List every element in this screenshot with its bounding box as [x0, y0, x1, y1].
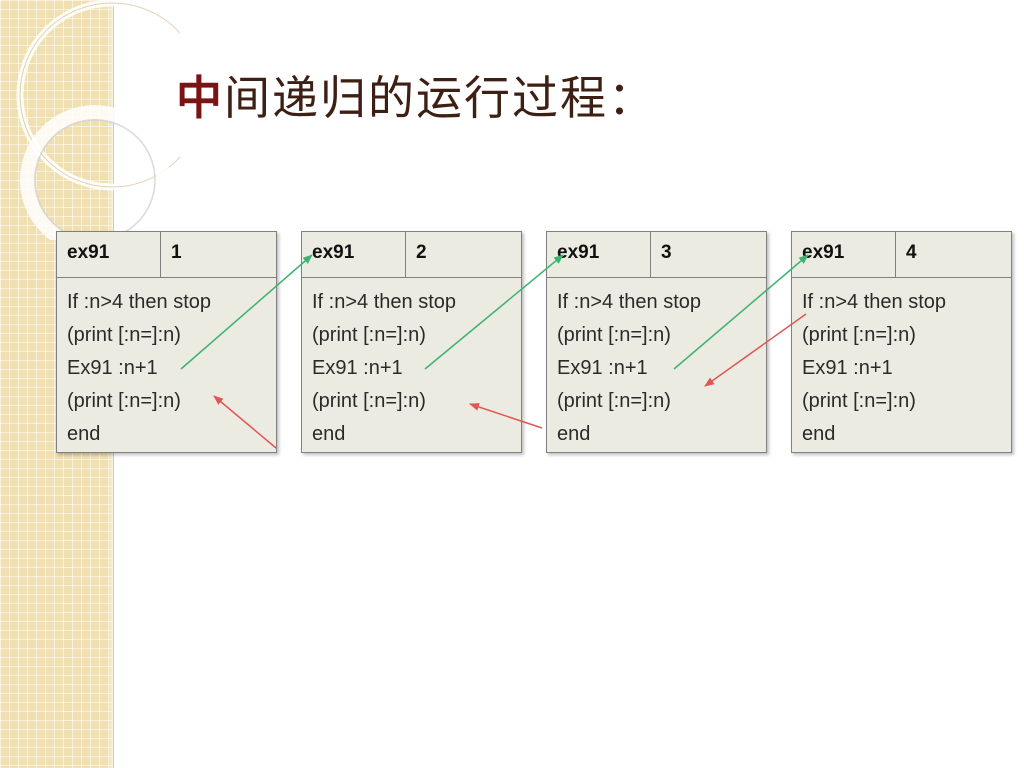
frame-header: ex91 3 [547, 232, 766, 278]
code-line: If :n>4 then stop [312, 291, 456, 313]
frame-procedure-name: ex91 [302, 232, 406, 277]
frame-procedure-name: ex91 [792, 232, 896, 277]
code-line: (print [:n=]:n) [802, 324, 916, 346]
recursion-frame-1: ex91 1 If :n>4 then stop (print [:n=]:n)… [56, 231, 277, 453]
code-line: end [312, 423, 346, 445]
frame-procedure-name: ex91 [547, 232, 651, 277]
code-line: (print [:n=]:n) [312, 390, 426, 412]
code-line: (print [:n=]:n) [67, 390, 181, 412]
code-line: If :n>4 then stop [67, 291, 211, 313]
frame-param-value: 2 [416, 242, 427, 263]
code-line: end [557, 423, 591, 445]
frame-param-value: 3 [661, 242, 672, 263]
title-rest: 间递归的运行过程： [224, 71, 656, 125]
frame-code: If :n>4 then stop (print [:n=]:n) Ex91 :… [57, 278, 276, 451]
frame-param-value: 1 [171, 242, 182, 263]
slide-title: 中间递归的运行过程： [176, 62, 656, 128]
code-line: end [802, 423, 836, 445]
frame-header: ex91 2 [302, 232, 521, 278]
code-line: Ex91 :n+1 [802, 357, 893, 379]
title-lead-char: 中 [176, 71, 224, 125]
code-line: (print [:n=]:n) [557, 390, 671, 412]
code-line: (print [:n=]:n) [67, 324, 181, 346]
code-line: If :n>4 then stop [802, 291, 946, 313]
code-line: end [67, 423, 101, 445]
recursion-frame-4: ex91 4 If :n>4 then stop (print [:n=]:n)… [791, 231, 1012, 453]
recursion-frame-2: ex91 2 If :n>4 then stop (print [:n=]:n)… [301, 231, 522, 453]
frame-code: If :n>4 then stop (print [:n=]:n) Ex91 :… [547, 278, 766, 451]
code-line: Ex91 :n+1 [557, 357, 648, 379]
decorative-rings [16, 0, 180, 240]
code-line: (print [:n=]:n) [312, 324, 426, 346]
frame-header: ex91 4 [792, 232, 1011, 278]
code-line: (print [:n=]:n) [557, 324, 671, 346]
code-line: (print [:n=]:n) [802, 390, 916, 412]
frame-header: ex91 1 [57, 232, 276, 278]
recursion-frame-3: ex91 3 If :n>4 then stop (print [:n=]:n)… [546, 231, 767, 453]
frame-code: If :n>4 then stop (print [:n=]:n) Ex91 :… [302, 278, 521, 451]
code-line: Ex91 :n+1 [312, 357, 403, 379]
code-line: Ex91 :n+1 [67, 357, 158, 379]
frame-param-value: 4 [906, 242, 917, 263]
frame-procedure-name: ex91 [57, 232, 161, 277]
frame-code: If :n>4 then stop (print [:n=]:n) Ex91 :… [792, 278, 1011, 451]
code-line: If :n>4 then stop [557, 291, 701, 313]
